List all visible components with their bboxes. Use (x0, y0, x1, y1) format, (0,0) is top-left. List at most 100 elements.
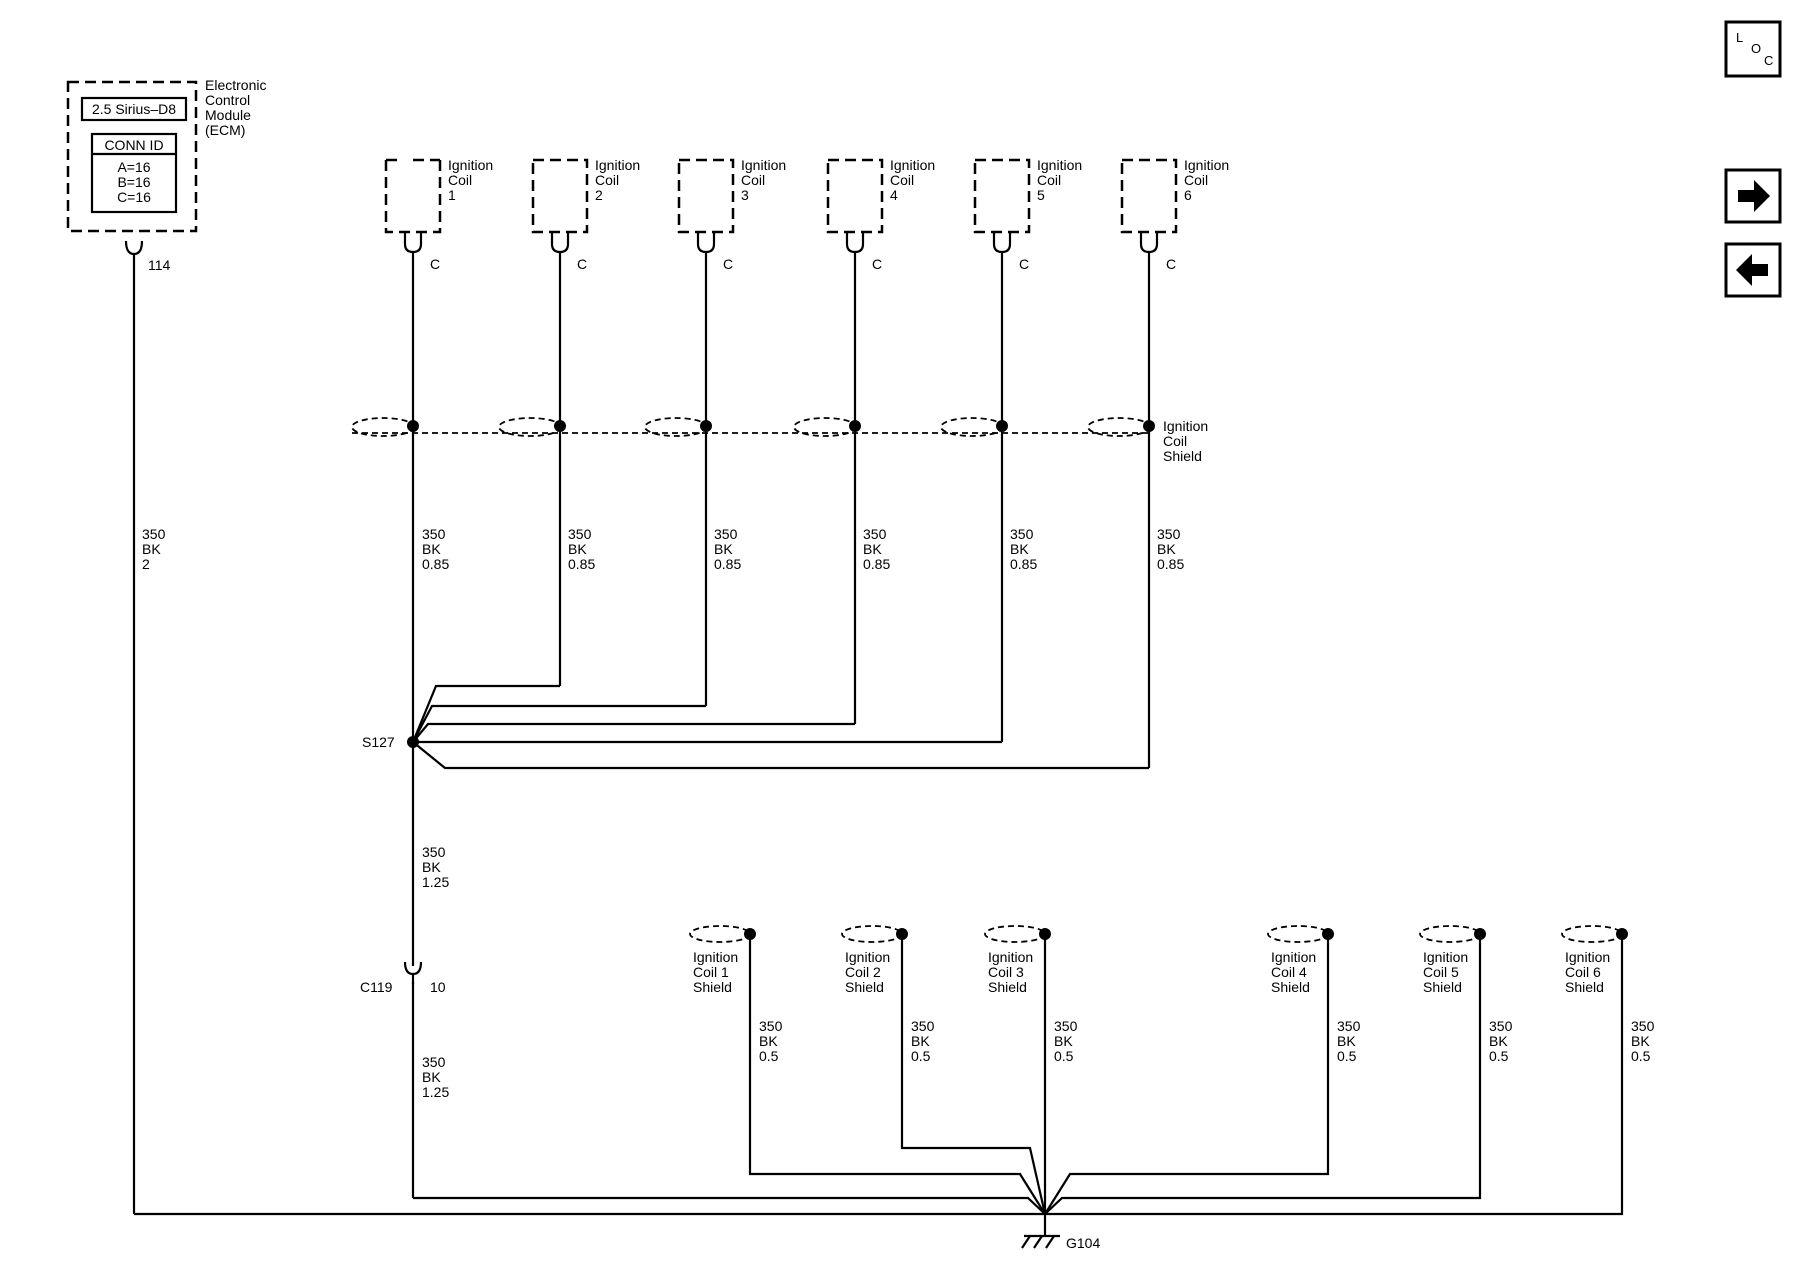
shield-1-ground-wire (748, 934, 1046, 1215)
shield-ground-5[interactable]: Ignition Coil 5 Shield 350 BK 0.5 (1419, 925, 1513, 1064)
shield-ground-1-label-2: Coil 1 (693, 964, 729, 980)
coil-4-wire-label-2: BK (863, 541, 882, 557)
shield-node-6 (1143, 420, 1155, 432)
ignition-coil-3[interactable]: Ignition Coil 3 C 350 BK 0.85 (677, 157, 786, 572)
coil-1-label-3: 1 (448, 187, 456, 203)
shield-ground-2-label-3: Shield (845, 979, 884, 995)
shield-ground-6-wire-3: 0.5 (1631, 1048, 1651, 1064)
ecm-name-line-3: Module (205, 107, 251, 123)
shield-ground-2-label-2: Coil 2 (845, 964, 881, 980)
ecm-name-line-1: Electronic (205, 77, 266, 93)
c119-id-label: C119 (360, 979, 393, 995)
ecm-conn-header: CONN ID (104, 137, 163, 153)
coil-4-wire-label-1: 350 (863, 526, 887, 542)
coil-3-terminal (696, 232, 716, 254)
ecm-conn-id-b: B=16 (117, 174, 150, 190)
ground-hatch-2 (1033, 1235, 1043, 1249)
shield-ground-4-wire-2: BK (1337, 1033, 1356, 1049)
coil-6-label-3: 6 (1184, 187, 1192, 203)
coil-4-wire-label-3: 0.85 (863, 556, 890, 572)
coil-2-to-splice (411, 684, 560, 743)
coil-3-connector: C (723, 256, 733, 272)
wires (132, 252, 1624, 1216)
shield-ground-4-label-3: Shield (1271, 979, 1310, 995)
shield-ground-6-node (1616, 928, 1628, 940)
ecm-wire-label-1: 350 (142, 526, 166, 542)
shield-node-5 (996, 420, 1008, 432)
coil-shield-label-1: Ignition (1163, 418, 1208, 434)
loc-button[interactable]: L O C (1724, 20, 1782, 78)
ignition-coil-shield[interactable]: Ignition Coil Shield (351, 417, 1208, 464)
shield-ground-4-node (1322, 928, 1334, 940)
coil-2-label-1: Ignition (595, 157, 640, 173)
ecm-conn-id-a: A=16 (117, 159, 150, 175)
arrow-left-icon (1736, 254, 1768, 286)
coil-5-label-2: Coil (1037, 172, 1061, 188)
shield-4-ground-wire (1044, 934, 1330, 1215)
coil-2-wire-label-3: 0.85 (568, 556, 595, 572)
connector-c119[interactable]: C119 10 350 BK 1.25 (360, 956, 449, 1100)
coil-2-wire-label-2: BK (568, 541, 587, 557)
c119-wire-label-3: 1.25 (422, 1084, 449, 1100)
coil-4-terminal (845, 232, 865, 254)
shield-ground-1-wire-1: 350 (759, 1018, 783, 1034)
shield-ground-1-wire-2: BK (759, 1033, 778, 1049)
shield-ground-3[interactable]: Ignition Coil 3 Shield 350 BK 0.5 (984, 925, 1078, 1064)
ecm-conn-box (90, 132, 178, 214)
shield-ground-3-wire-3: 0.5 (1054, 1048, 1074, 1064)
coil-6-label-2: Coil (1184, 172, 1208, 188)
ignition-coil-4[interactable]: Ignition Coil 4 C 350 BK 0.85 (826, 157, 935, 572)
ecm-name-line-2: Control (205, 92, 250, 108)
shield-node-2 (554, 420, 566, 432)
splice-wire-label-1: 350 (422, 844, 446, 860)
ecm-name-line-4: (ECM) (205, 122, 245, 138)
coil-6-to-splice (412, 741, 1149, 770)
shield-ground-3-loop (984, 925, 1046, 943)
coil-4-to-splice (412, 722, 855, 743)
ignition-coil-5[interactable]: Ignition Coil 5 C 350 BK 0.85 (973, 157, 1082, 572)
loc-letter-c: C (1764, 53, 1773, 68)
coil-3-label-2: Coil (741, 172, 765, 188)
splice-s127[interactable]: S127 350 BK 1.25 (362, 734, 449, 890)
ecm-wire-label-3: 2 (142, 556, 150, 572)
coil-6-wire-label-1: 350 (1157, 526, 1181, 542)
coil-5-terminal (992, 232, 1012, 254)
ignition-coil-2[interactable]: Ignition Coil 2 C 350 BK 0.85 (531, 157, 640, 572)
coil-3-wire-label-2: BK (714, 541, 733, 557)
shield-ground-5-label-3: Shield (1423, 979, 1462, 995)
coil-5-wire-label-2: BK (1010, 541, 1029, 557)
previous-page-button[interactable] (1724, 242, 1782, 298)
shield-node-4 (849, 420, 861, 432)
ecm-conn-id-c: C=16 (117, 189, 151, 205)
shield-ground-2-loop (841, 925, 903, 943)
ignition-coil-6[interactable]: Ignition Coil 6 C 350 BK 0.85 (1120, 157, 1229, 572)
ecm-block[interactable]: 2.5 Sirius–D8 CONN ID A=16 B=16 C=16 Ele… (66, 77, 266, 572)
shield-ground-2-node (896, 928, 908, 940)
shield-ground-2[interactable]: Ignition Coil 2 Shield 350 BK 0.5 (841, 925, 935, 1064)
shield-node-1 (407, 420, 419, 432)
coil-1-wire-label-2: BK (422, 541, 441, 557)
ignition-coil-1[interactable]: Ignition Coil 1 C 350 BK 0.85 (384, 157, 493, 572)
shield-ground-5-label-1: Ignition (1423, 949, 1468, 965)
ground-g104[interactable]: G104 (1021, 1214, 1100, 1251)
shield-ground-5-wire-1: 350 (1489, 1018, 1513, 1034)
shield-ground-3-wire-1: 350 (1054, 1018, 1078, 1034)
coil-5-label-3: 5 (1037, 187, 1045, 203)
shield-ground-4-loop (1267, 925, 1329, 943)
coil-6-connector: C (1166, 256, 1176, 272)
coil-shield-label-2: Coil (1163, 433, 1187, 449)
next-page-button[interactable] (1724, 168, 1782, 224)
shield-ground-6[interactable]: Ignition Coil 6 Shield 350 BK 0.5 (1561, 925, 1655, 1064)
shield-ground-2-wire-2: BK (911, 1033, 930, 1049)
shield-node-3 (700, 420, 712, 432)
coil-2-label-3: 2 (595, 187, 603, 203)
shield-ground-2-label-1: Ignition (845, 949, 890, 965)
coil-2-connector: C (577, 256, 587, 272)
coil-2-wire-label-1: 350 (568, 526, 592, 542)
coil-3-wire-label-1: 350 (714, 526, 738, 542)
shield-ground-4[interactable]: Ignition Coil 4 Shield 350 BK 0.5 (1267, 925, 1361, 1064)
shield-ground-1[interactable]: Ignition Coil 1 Shield 350 BK 0.5 (689, 925, 783, 1064)
shield-ground-6-wire-2: BK (1631, 1033, 1650, 1049)
ground-id-label: G104 (1066, 1235, 1100, 1251)
